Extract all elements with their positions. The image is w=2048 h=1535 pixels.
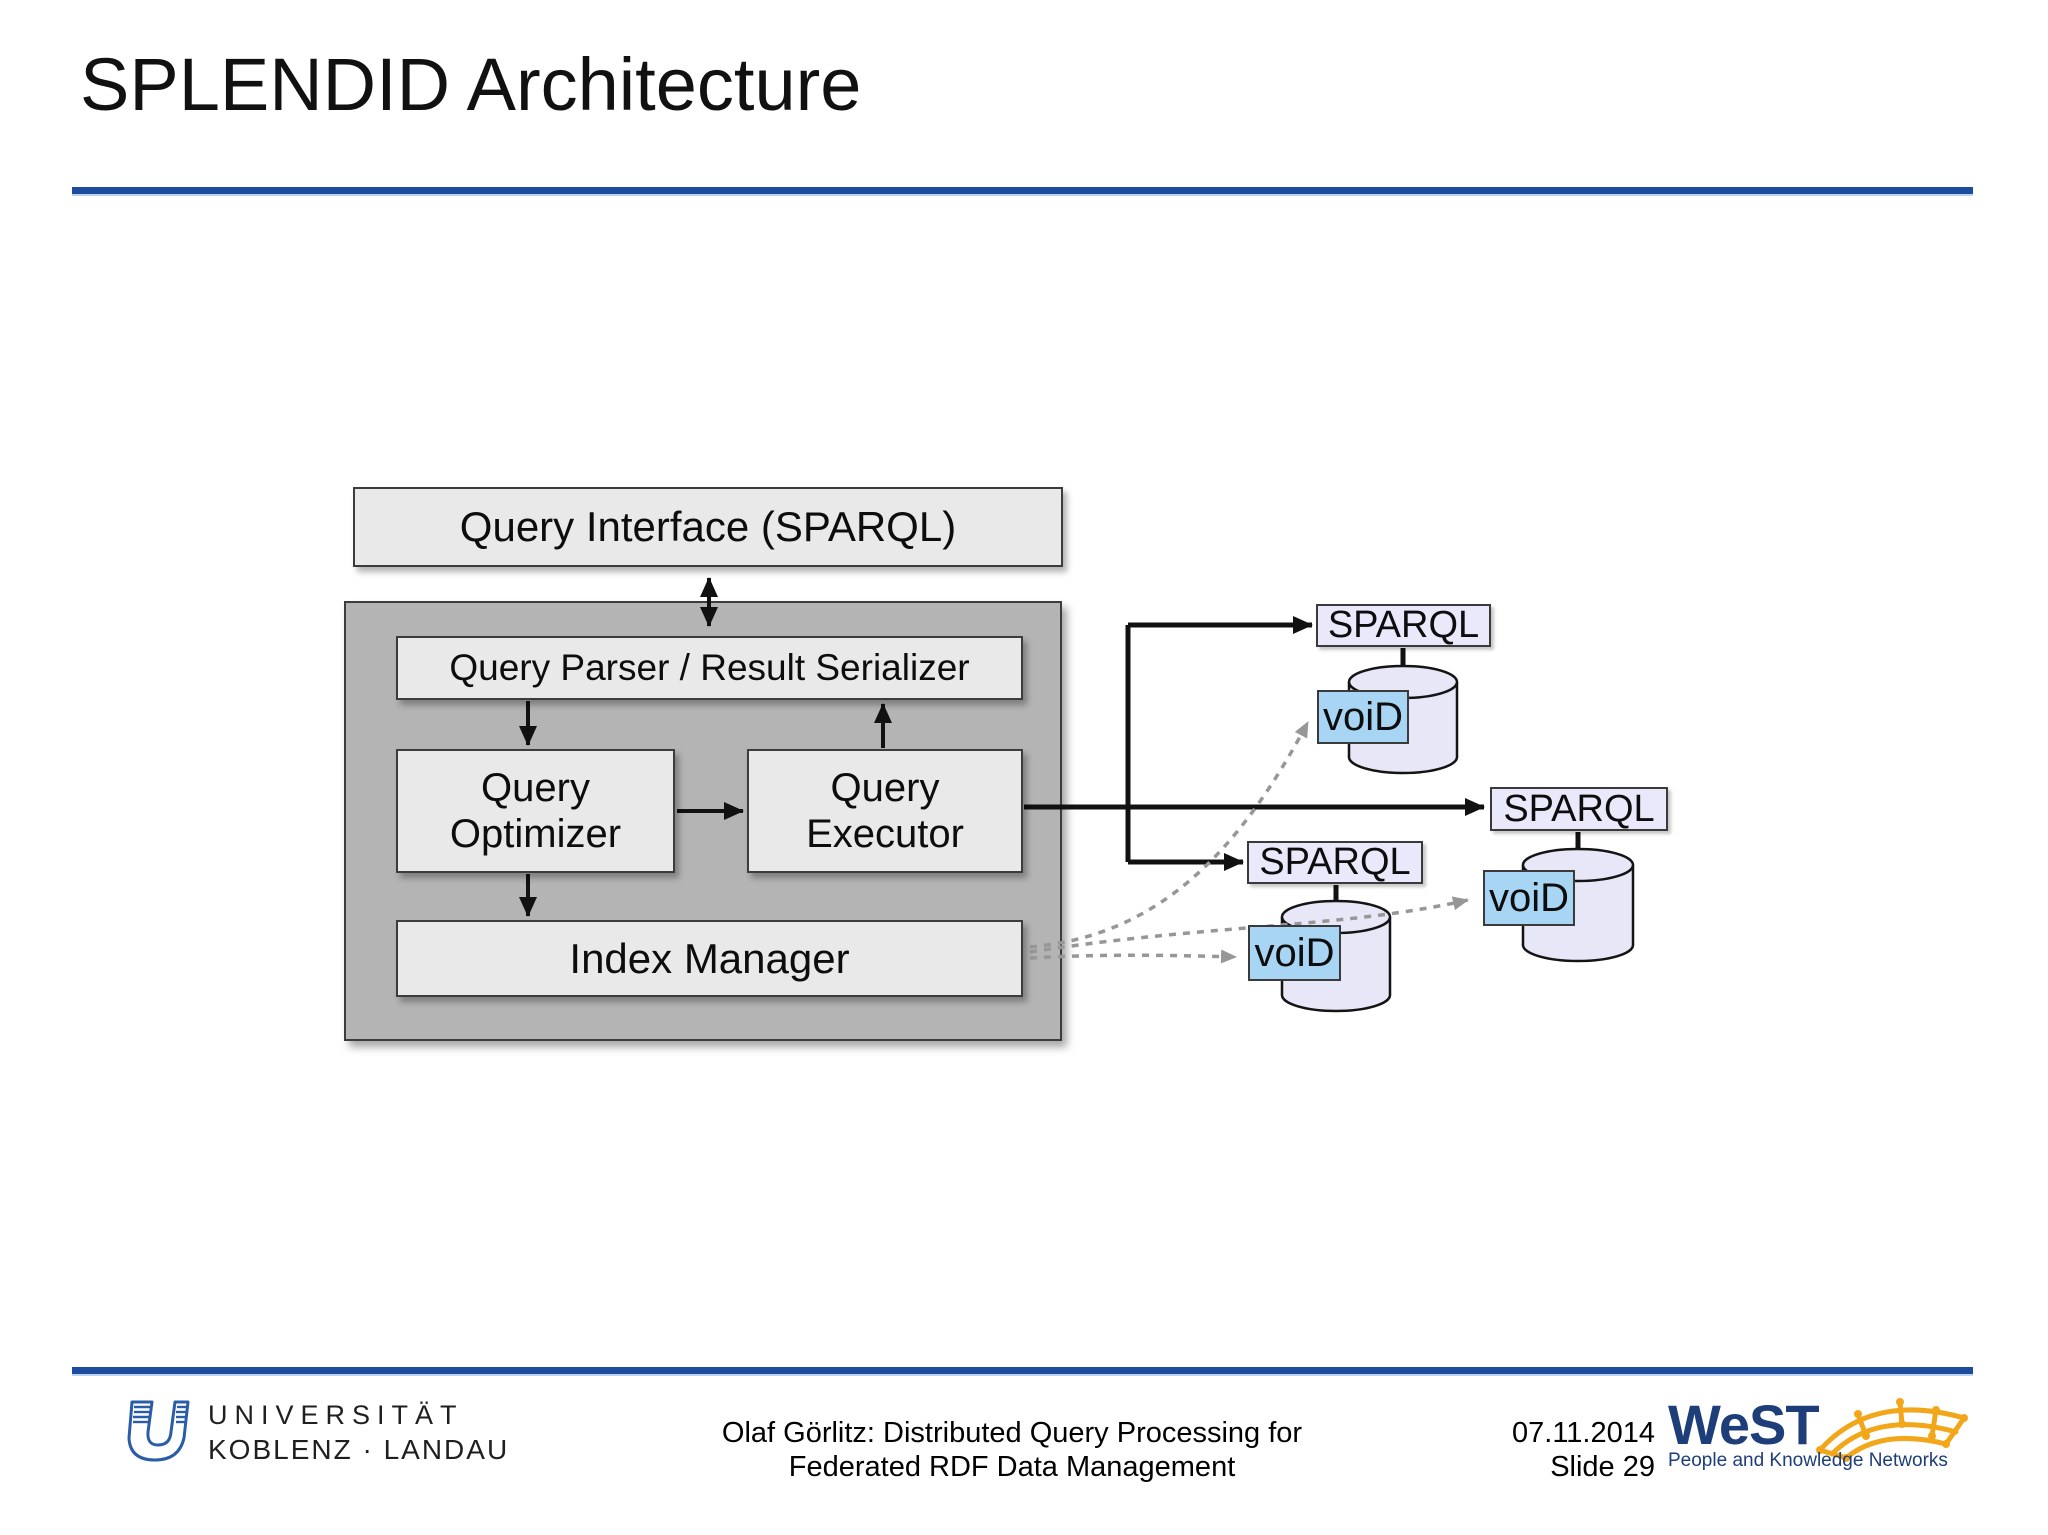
university-campuses: KOBLENZ · LANDAU [208,1434,510,1465]
query-optimizer-box: Query Optimizer [396,749,675,873]
footer-rule [72,1367,1973,1376]
west-network-icon [1816,1398,1968,1462]
west-name: WeST [1668,1393,1820,1456]
date-text: 07.11.2014 [1512,1417,1655,1449]
void-descriptor-box: voiD [1248,925,1341,981]
sparql-endpoint-box: SPARQL [1316,604,1491,647]
title-rule [72,187,1973,196]
query-interface-box: Query Interface (SPARQL) [353,487,1063,567]
sparql-endpoint-box: SPARQL [1490,787,1668,831]
credit-line1: Olaf Görlitz: Distributed Query Processi… [721,1417,1303,1449]
university-logo-icon [127,1400,190,1462]
credit-text: Olaf Görlitz: Distributed Query Processi… [612,1416,1412,1484]
slide-number: Slide 29 [1550,1451,1655,1484]
index-void1-arrow [1029,721,1310,949]
dashed-index-arrows [1029,721,1469,964]
university-wordmark: UNIVERSITÄT KOBLENZ · LANDAU [208,1400,509,1466]
west-logo: WeST People and Knowledge Networks [1664,1392,1994,1472]
west-tagline: People and Knowledge Networks [1668,1450,1948,1471]
date-block: 07.11.2014 Slide 29 [1440,1416,1655,1484]
void-descriptor-box: voiD [1483,870,1575,926]
void-descriptor-box: voiD [1317,690,1409,744]
query-parser-box: Query Parser / Result Serializer [396,636,1023,700]
page-title: SPLENDID Architecture [80,43,862,126]
index-manager-box: Index Manager [396,920,1023,997]
university-name: UNIVERSITÄT [208,1400,464,1430]
sparql-endpoint-box: SPARQL [1247,841,1423,884]
query-executor-box: Query Executor [747,749,1023,873]
credit-line2: Federated RDF Data Management [788,1451,1236,1484]
